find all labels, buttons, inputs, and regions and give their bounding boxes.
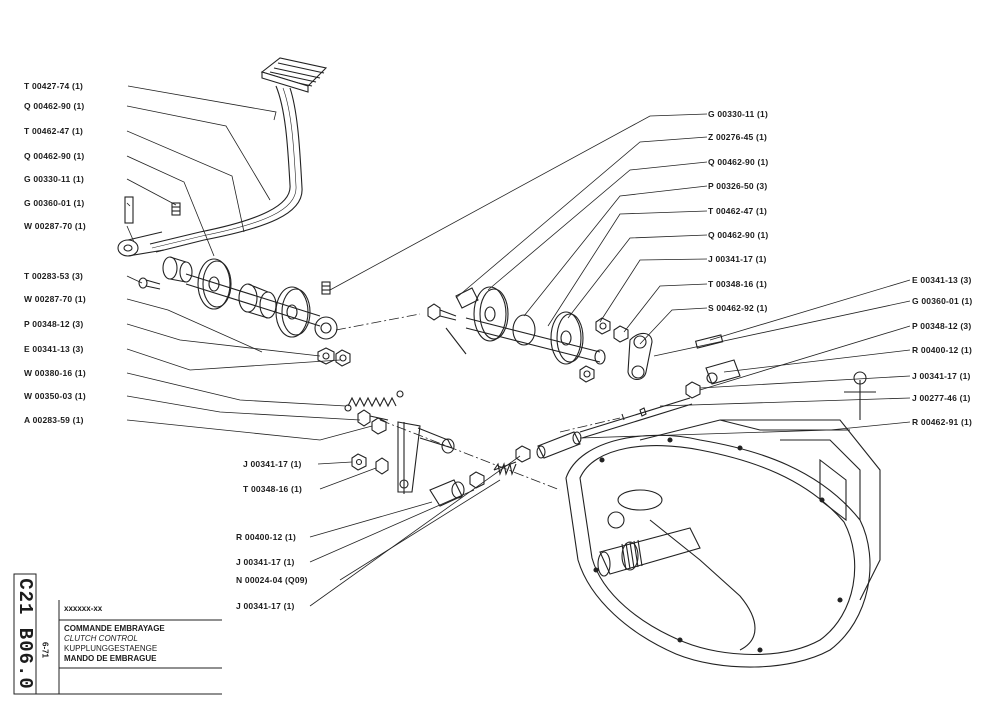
part-label: J 00341-17 (1): [243, 459, 302, 469]
part-label: W 00287-70 (1): [24, 294, 86, 304]
title-es: MANDO DE EMBRAGUE: [64, 654, 157, 663]
screw: [321, 281, 331, 295]
adjuster-sleeve: [536, 431, 582, 459]
part-label: W 00350-03 (1): [24, 391, 86, 401]
part-label: P 00348-12 (3): [912, 321, 972, 331]
bushing-flange-1: [197, 258, 232, 310]
part-label: P 00326-50 (3): [708, 181, 768, 191]
part-label: R 00462-91 (1): [912, 417, 972, 427]
part-label: J 00341-17 (1): [236, 601, 295, 611]
return-spring: [344, 390, 404, 412]
bell-housing: [565, 371, 881, 668]
part-label: Q 00462-90 (1): [708, 157, 769, 167]
flange-bolts: [593, 437, 843, 653]
part-label: T 00348-16 (1): [708, 279, 768, 289]
part-label: A 00283-59 (1): [24, 415, 84, 425]
part-label: E 00341-13 (3): [24, 344, 84, 354]
pin: [694, 334, 724, 349]
part-label: Z 00276-45 (1): [708, 132, 768, 142]
spring-small: [493, 461, 517, 476]
part-label: W 00380-16 (1): [24, 368, 86, 378]
nut: [579, 317, 629, 383]
part-label: Q 00462-90 (1): [24, 101, 85, 111]
part-label: N 00024-04 (Q09): [236, 575, 308, 585]
part-label: J 00341-17 (1): [236, 557, 295, 567]
part-label: T 00462-47 (1): [708, 206, 768, 216]
title-de: KUPPLUNGGESTAENGE: [64, 644, 158, 653]
clevis-pin: [429, 479, 465, 507]
part-label: G 00360-01 (1): [912, 296, 973, 306]
input-shaft: [597, 527, 701, 577]
part-label: T 00427-74 (1): [24, 81, 84, 91]
pedal-shaft: [117, 231, 321, 327]
part-label: T 00283-53 (3): [24, 271, 84, 281]
cross-shaft: [465, 311, 606, 365]
axis-lines: [335, 313, 621, 491]
clevis: [685, 359, 741, 399]
pin: [124, 196, 134, 224]
part-label: S 00462-92 (1): [708, 303, 768, 313]
bolt: [427, 303, 457, 321]
part-label: T 00462-47 (1): [24, 126, 84, 136]
part-label: J 00341-17 (1): [912, 371, 971, 381]
ring: [314, 316, 338, 340]
sheet-date: 6-71: [40, 641, 50, 659]
part-label: J 00277-46 (1): [912, 393, 971, 403]
nut: [469, 471, 485, 489]
nut: [371, 417, 387, 435]
part-label: Q 00462-90 (1): [24, 151, 85, 161]
leader-lines: [126, 85, 911, 607]
title-fr: COMMANDE EMBRAYAGE: [64, 624, 165, 633]
part-label: G 00330-11 (1): [708, 109, 768, 119]
nut: [515, 445, 531, 463]
part-label: R 00400-12 (1): [912, 345, 972, 355]
part-label: E 00341-13 (3): [912, 275, 972, 285]
ref-code: xxxxxx-xx: [64, 604, 103, 613]
part-label: J 00341-17 (1): [708, 254, 767, 264]
sheet-code: C21 B06.0: [14, 578, 36, 690]
bearing-bracket: [445, 286, 509, 355]
pedal-arm: [149, 85, 303, 253]
title-en: CLUTCH CONTROL: [64, 634, 138, 643]
pedal-pad: [260, 57, 328, 93]
part-label: Q 00462-90 (1): [708, 230, 769, 240]
part-label: P 00348-12 (3): [24, 319, 84, 329]
part-label: T 00348-16 (1): [243, 484, 303, 494]
grease-nipple: [171, 202, 181, 216]
part-label: R 00400-12 (1): [236, 532, 296, 542]
nut: [351, 453, 389, 475]
lever-arm: [627, 332, 653, 381]
bushing-flange-2: [275, 286, 311, 338]
release-fork: [397, 421, 455, 494]
bushing-tube: [238, 283, 277, 319]
part-label: G 00330-11 (1): [24, 174, 84, 184]
part-label: G 00360-01 (1): [24, 198, 85, 208]
bolt: [138, 277, 161, 290]
part-label: W 00287-70 (1): [24, 221, 86, 231]
push-rod: [579, 397, 693, 439]
